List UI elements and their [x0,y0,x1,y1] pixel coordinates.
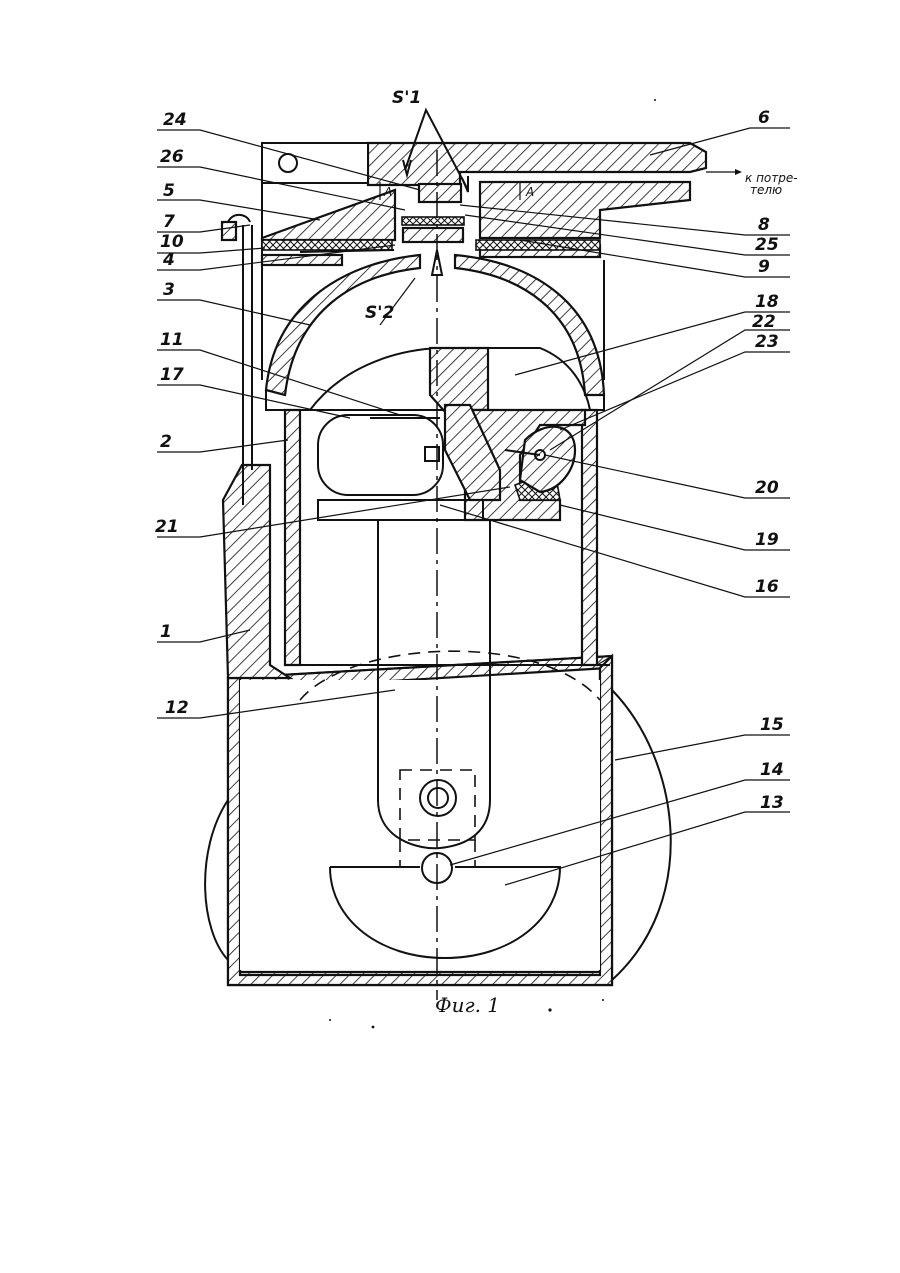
figure-caption: Фиг. 1 [435,993,500,1017]
s1-label: S'1 [392,88,421,108]
label-18: 18 [755,292,779,312]
cover-plate-6 [368,143,706,185]
liner-left [285,410,300,665]
flow-label: к потре- телю [745,171,801,197]
label-19: 19 [755,530,779,550]
label-16: 16 [755,577,779,597]
label-1: 1 [160,622,172,642]
label-20: 20 [755,478,779,498]
label-25: 25 [755,235,779,255]
label-24: 24 [163,110,187,130]
label-11: 11 [160,330,184,350]
section-mark-left: A [383,185,392,199]
crankcase [205,651,671,985]
section-mark-right: A [525,185,534,199]
label-23: 23 [755,332,779,352]
label-22: 22 [752,312,776,332]
label-17: 17 [160,365,184,385]
label-3: 3 [163,280,175,300]
label-7: 7 [163,212,175,232]
cover-left-5 [262,190,395,240]
label-13: 13 [760,793,784,813]
label-15: 15 [760,715,784,735]
flywheel-arc [612,690,671,980]
flow-label-line-2: телю [750,183,782,197]
label-4: 4 [162,250,175,270]
label-6: 6 [758,108,770,128]
block-left [223,465,290,678]
label-12: 12 [165,698,189,718]
dipstick [222,215,252,505]
label-9: 9 [758,257,770,277]
label-2: 2 [160,432,172,452]
label-26: 26 [160,147,184,167]
label-14: 14 [760,760,784,780]
label-5: 5 [163,181,175,201]
label-8: 8 [758,215,770,235]
s2-label: S'2 [365,303,394,323]
dome [266,255,420,395]
liner-right [582,410,597,665]
label-21: 21 [155,517,179,537]
top-cover [262,143,706,252]
label-10: 10 [160,232,184,252]
